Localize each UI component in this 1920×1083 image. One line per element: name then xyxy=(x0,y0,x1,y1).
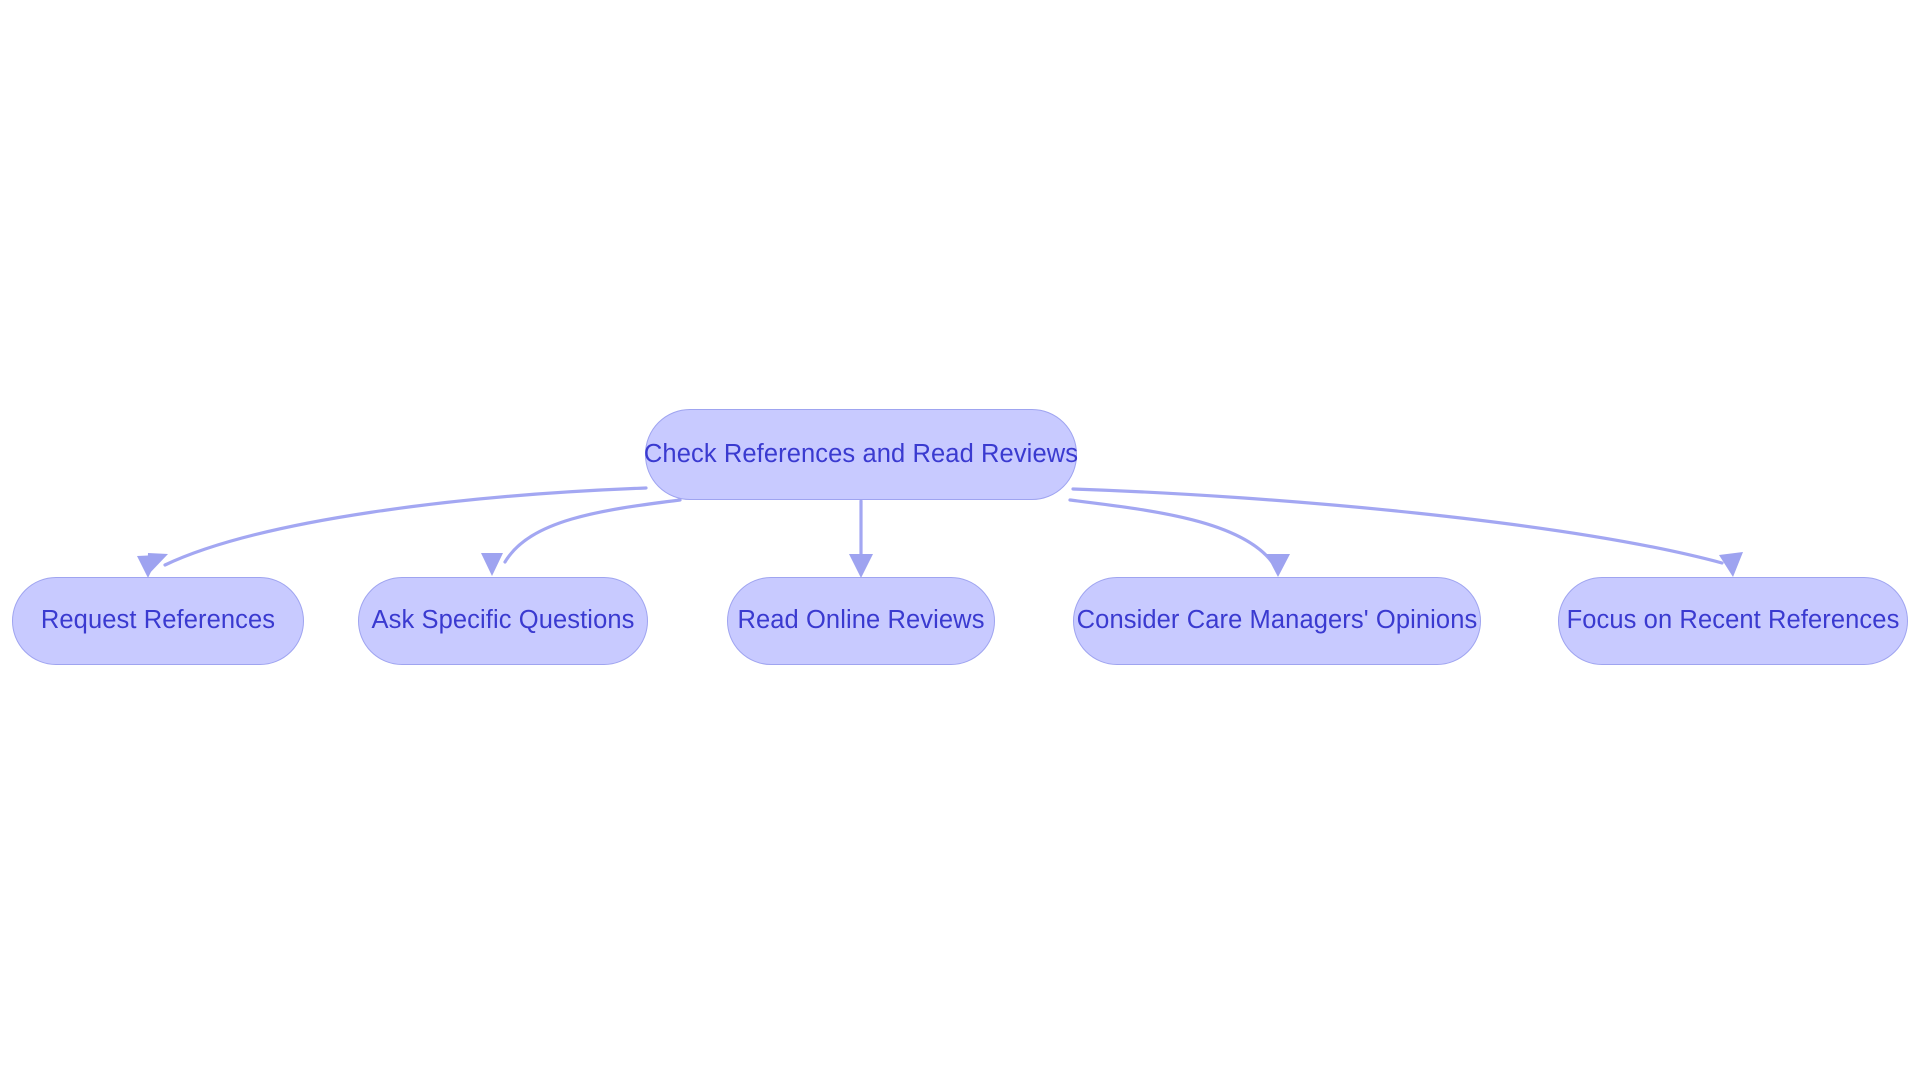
flow-node-ask-specific-questions-label: Ask Specific Questions xyxy=(371,606,635,635)
flow-node-consider-care-managers-opinions[interactable]: Consider Care Managers' Opinions xyxy=(1073,577,1481,665)
flow-node-root[interactable]: Check References and Read Reviews xyxy=(643,409,1079,500)
edge-root-to-consider-care-managers-opinions xyxy=(1068,498,1290,577)
flow-node-request-references-label: Request References xyxy=(40,606,276,635)
edge-root-to-focus-on-recent-references xyxy=(1071,487,1743,577)
flow-node-read-online-reviews-label: Read Online Reviews xyxy=(737,606,985,635)
edge-root-to-ask-specific-questions xyxy=(481,498,682,576)
flow-node-focus-on-recent-references-label: Focus on Recent References xyxy=(1566,606,1900,635)
flow-node-request-references[interactable]: Request References xyxy=(12,577,304,665)
flow-node-root-label: Check References and Read Reviews xyxy=(643,439,1079,468)
flow-node-focus-on-recent-references[interactable]: Focus on Recent References xyxy=(1558,577,1908,665)
flow-node-ask-specific-questions[interactable]: Ask Specific Questions xyxy=(358,577,648,665)
flow-node-consider-care-managers-opinions-label: Consider Care Managers' Opinions xyxy=(1076,606,1478,635)
edge-root-to-request-references xyxy=(137,486,648,578)
flow-node-read-online-reviews[interactable]: Read Online Reviews xyxy=(727,577,995,665)
edge-root-to-read-online-reviews xyxy=(849,499,873,578)
